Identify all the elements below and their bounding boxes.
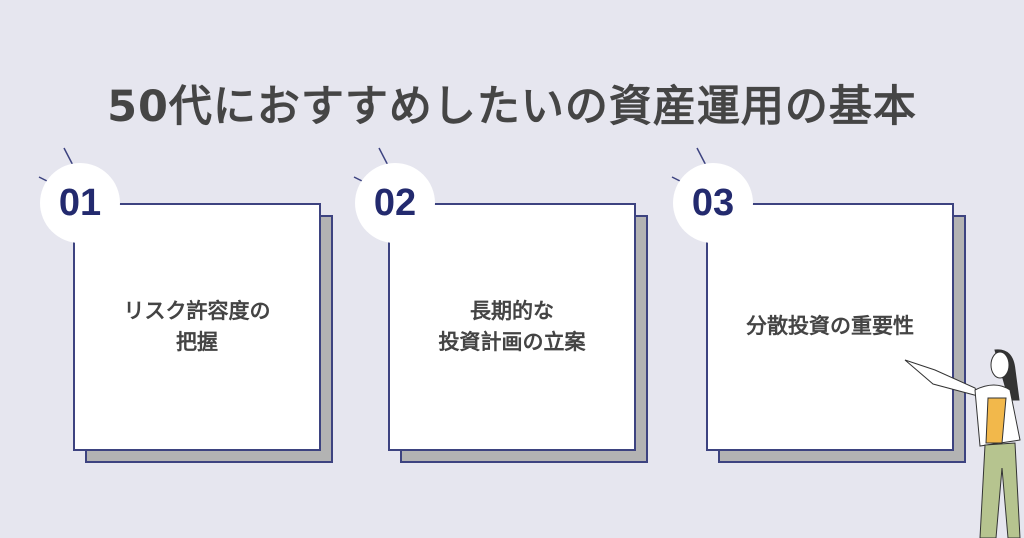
number-badge: 03 [673, 163, 753, 243]
card-box: リスク許容度の 把握 [73, 203, 321, 451]
card-text: 分散投資の重要性 [746, 314, 914, 339]
card-text: 長期的な 投資計画の立案 [438, 298, 586, 355]
number-badge: 02 [355, 163, 435, 243]
card-number: 03 [691, 181, 735, 224]
card-1: リスク許容度の 把握 01 [38, 147, 333, 463]
card-number: 02 [373, 181, 417, 224]
card-2: 長期的な 投資計画の立案 02 [353, 147, 648, 463]
card-box: 分散投資の重要性 [706, 203, 954, 451]
page-title: 50代におすすめしたいの資産運用の基本 [107, 82, 917, 132]
card-3: 分散投資の重要性 03 [671, 147, 966, 463]
woman-presenter-illustration [904, 349, 1021, 538]
card-number: 01 [58, 181, 102, 224]
card-text: リスク許容度の 把握 [123, 298, 271, 355]
number-badge: 01 [40, 163, 120, 243]
card-box: 長期的な 投資計画の立案 [388, 203, 636, 451]
